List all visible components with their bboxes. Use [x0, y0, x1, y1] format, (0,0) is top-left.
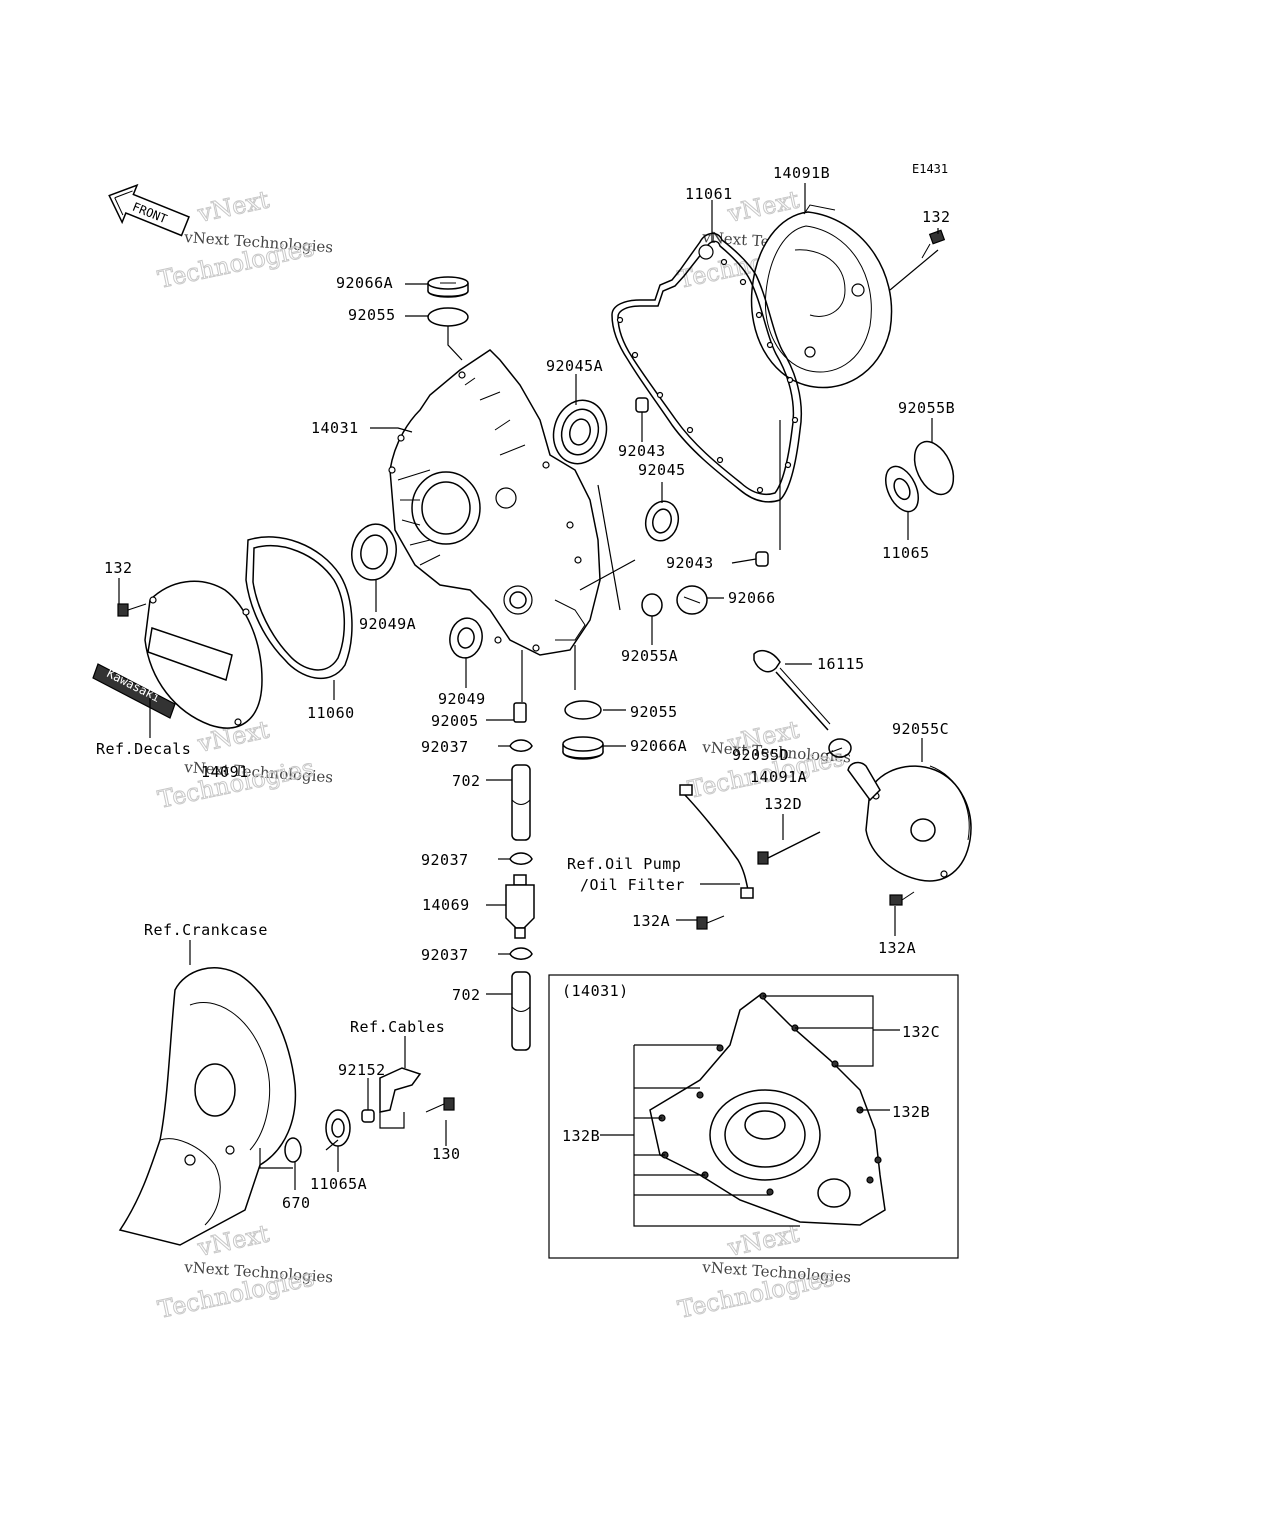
label-92055a: 92055A: [621, 647, 678, 665]
oil-seal-92049: [449, 617, 483, 659]
svg-text:vNext: vNext: [194, 185, 272, 228]
label-14069: 14069: [422, 896, 470, 914]
gasket-11060: [245, 536, 353, 680]
label-92055d: 92055D: [732, 746, 789, 764]
label-130: 130: [432, 1145, 461, 1163]
gasket-11061: [611, 232, 803, 503]
bolt-132-left: [117, 603, 147, 617]
label-ref-decals: Ref.Decals: [96, 740, 191, 758]
oring-92055d: [828, 738, 852, 758]
label-11065a: 11065A: [310, 1175, 367, 1193]
filter-14069: [505, 874, 535, 939]
label-670: 670: [282, 1194, 311, 1212]
label-ref-crankcase: Ref.Crankcase: [144, 921, 268, 939]
label-92043-b: 92043: [666, 554, 714, 572]
label-702-a: 702: [452, 772, 481, 790]
label-92037-c: 92037: [421, 946, 469, 964]
bolt-130: [425, 1097, 455, 1113]
bushing-92152: [361, 1109, 375, 1123]
oil-pipe: [679, 784, 754, 899]
oil-seal-92049a: [351, 523, 397, 581]
bolt-132d: [757, 831, 821, 865]
hose-702-b: [511, 971, 531, 1051]
label-92005: 92005: [431, 712, 479, 730]
label-92037-a: 92037: [421, 738, 469, 756]
oring-92055b: [913, 440, 955, 496]
front-arrow-icon: FRONT: [108, 183, 190, 237]
inset-title: (14031): [562, 982, 629, 1000]
label-92152: 92152: [338, 1061, 386, 1079]
bolt-132-top: [921, 229, 946, 259]
label-132-top: 132: [922, 208, 951, 226]
label-14091: 14091: [201, 763, 249, 781]
hose-702-a: [511, 764, 531, 841]
label-132-left: 132: [104, 559, 133, 577]
part-labels: 14091B 11061 132 92066A 92055 92045A 140…: [96, 164, 955, 1212]
label-92049: 92049: [438, 690, 486, 708]
label-92045a: 92045A: [546, 357, 603, 375]
inset-box: (14031): [548, 974, 959, 1259]
dowel-92043-a: [635, 397, 649, 413]
clamp-92037-b: [509, 852, 533, 865]
oring-670: [284, 1137, 302, 1163]
label-92037-b: 92037: [421, 851, 469, 869]
label-14091a: 14091A: [750, 768, 807, 786]
oring-92055a: [641, 593, 663, 617]
oring-92055-mid: [564, 700, 602, 720]
label-92055b: 92055B: [898, 399, 955, 417]
label-11061: 11061: [685, 185, 733, 203]
label-16115: 16115: [817, 655, 865, 673]
cable-bracket: [379, 1067, 422, 1113]
leader-lines: [118, 183, 939, 1190]
label-132b-right: 132B: [892, 1103, 930, 1121]
label-ref-oil-pump: Ref.Oil Pump: [567, 855, 681, 873]
label-14031: 14031: [311, 419, 359, 437]
bearing-92045a: [552, 399, 608, 465]
left-cover-14091: [144, 580, 263, 729]
dipstick-16115: [753, 649, 831, 731]
oring-92055-top: [427, 307, 469, 327]
label-11060: 11060: [307, 704, 355, 722]
dowel-92005: [513, 702, 527, 723]
label-132a-right: 132A: [878, 939, 916, 957]
label-132d: 132D: [764, 795, 802, 813]
label-92055-top: 92055: [348, 306, 396, 324]
plug-92066a-mid: [562, 736, 604, 760]
watermark-top-left: vNext vNext Technologies Technologies: [155, 185, 334, 294]
label-92055-mid: 92055: [630, 703, 678, 721]
label-92066: 92066: [728, 589, 776, 607]
diagram-code: E1431: [912, 162, 948, 176]
label-132a-left: 132A: [632, 912, 670, 930]
watermark-bottom-right: vNext vNext Technologies Technologies: [675, 1219, 852, 1324]
label-92066a-mid: 92066A: [630, 737, 687, 755]
label-92045: 92045: [638, 461, 686, 479]
label-ref-cables: Ref.Cables: [350, 1018, 445, 1036]
cover-plate-14091b: [750, 204, 893, 389]
label-11065: 11065: [882, 544, 930, 562]
label-702-b: 702: [452, 986, 481, 1004]
crankcase-ref: [118, 967, 297, 1246]
bolt-132a-right: [889, 891, 915, 906]
oil-seal-11065: [885, 465, 919, 513]
label-14091b: 14091B: [773, 164, 830, 182]
bolt-132a-left: [696, 915, 725, 930]
label-92043-a: 92043: [618, 442, 666, 460]
label-92055c: 92055C: [892, 720, 949, 738]
engine-case-14031: [388, 349, 601, 656]
cover-14091a: [847, 761, 972, 882]
label-132c: 132C: [902, 1023, 940, 1041]
label-92066a-top: 92066A: [336, 274, 393, 292]
label-ref-oil-filter: /Oil Filter: [580, 876, 685, 894]
bearing-92045: [644, 500, 680, 542]
clamp-92037-a: [509, 739, 533, 752]
label-132b-left: 132B: [562, 1127, 600, 1145]
label-92049a: 92049A: [359, 615, 416, 633]
plug-92066: [676, 585, 708, 615]
clamp-92037-c: [509, 947, 533, 960]
plug-92066a-top: [427, 276, 469, 298]
dowel-92043-b: [755, 551, 769, 567]
